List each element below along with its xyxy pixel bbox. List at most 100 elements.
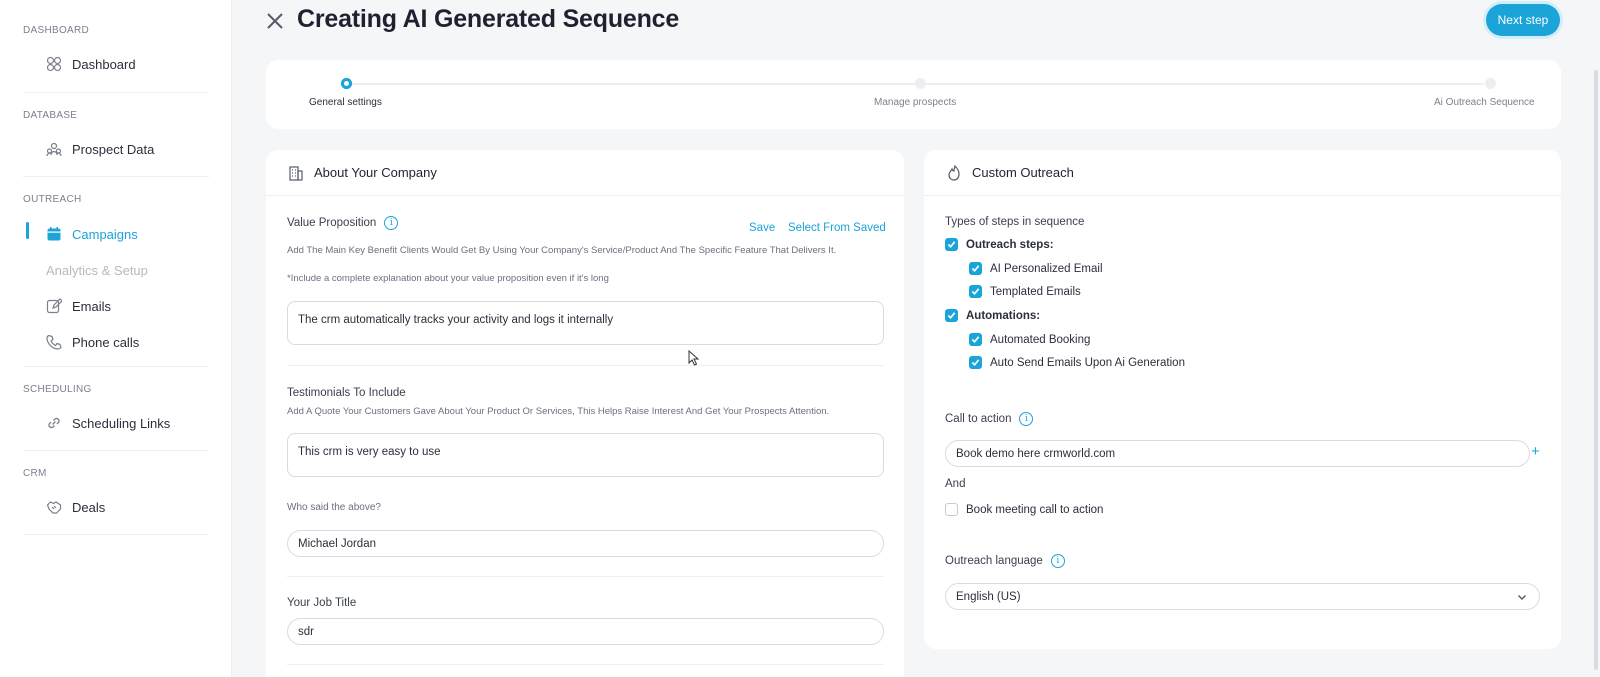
label-text: Call to action (945, 413, 1012, 425)
label-text: Value Proposition (287, 217, 377, 229)
sidebar-item-scheduling-links[interactable]: Scheduling Links (46, 412, 170, 434)
automations-checkbox[interactable]: Automations: (945, 309, 1040, 322)
info-icon[interactable]: i (384, 216, 399, 230)
who-said-label: Who said the above? (287, 502, 381, 513)
about-company-card: About Your Company Value Proposition i S… (266, 150, 904, 677)
edit-icon (46, 298, 62, 314)
sidebar-item-label: Analytics & Setup (46, 262, 148, 278)
card-header: Custom Outreach (924, 150, 1561, 196)
automated-booking-checkbox[interactable]: Automated Booking (969, 333, 1090, 346)
chevron-down-icon (1518, 595, 1526, 600)
divider (23, 92, 209, 93)
language-select[interactable]: English (US) (945, 583, 1540, 610)
grid-icon (46, 56, 62, 72)
sidebar-item-campaigns[interactable]: Campaigns (46, 223, 138, 245)
sidebar-item-phone-calls[interactable]: Phone calls (46, 331, 139, 353)
sidebar-item-label: Deals (72, 499, 106, 515)
people-icon (46, 142, 62, 157)
step-label-manage[interactable]: Manage prospects (874, 97, 957, 108)
step-label-outreach[interactable]: Ai Outreach Sequence (1434, 97, 1535, 108)
active-indicator (26, 222, 29, 239)
checkbox-checked[interactable] (969, 333, 982, 346)
add-cta-icon[interactable]: + (1531, 443, 1540, 460)
outreach-steps-checkbox[interactable]: Outreach steps: (945, 238, 1054, 251)
section-label-outreach: OUTREACH (23, 194, 82, 205)
sidebar-item-label: Prospect Data (72, 141, 155, 157)
next-step-button[interactable]: Next step (1486, 4, 1560, 36)
cta-label: Call to action i (945, 412, 1034, 426)
close-icon (267, 13, 283, 29)
link-icon (48, 417, 60, 429)
testimonials-textarea[interactable]: This crm is very easy to use (287, 433, 884, 477)
testimonials-help: Add A Quote Your Customers Gave About Yo… (287, 406, 830, 417)
divider (23, 176, 209, 177)
check-icon (971, 265, 980, 272)
checkbox-label: Outreach steps: (966, 238, 1054, 251)
close-button[interactable] (264, 10, 286, 32)
book-meeting-checkbox[interactable]: Book meeting call to action (945, 503, 1103, 516)
save-link[interactable]: Save (749, 222, 776, 234)
who-said-input[interactable]: Michael Jordan (287, 530, 884, 557)
ai-personalized-email-checkbox[interactable]: AI Personalized Email (969, 262, 1103, 275)
checkbox-label: Templated Emails (990, 285, 1081, 298)
phone-icon (46, 334, 62, 350)
types-label: Types of steps in sequence (945, 216, 1085, 228)
divider (23, 534, 209, 535)
sidebar-item-deals[interactable]: Deals (46, 496, 105, 518)
info-icon[interactable]: i (1019, 412, 1034, 426)
checkbox-checked[interactable] (969, 356, 982, 369)
sidebar-item-emails[interactable]: Emails (46, 295, 111, 317)
step-label-general[interactable]: General settings (309, 97, 382, 108)
building-icon (289, 165, 303, 181)
sidebar-item-label: Phone calls (72, 334, 140, 350)
cta-input[interactable]: Book demo here crmworld.com (945, 440, 1530, 467)
sidebar-item-label: Dashboard (72, 56, 136, 72)
templated-emails-checkbox[interactable]: Templated Emails (969, 285, 1081, 298)
testimonials-label: Testimonials To Include (287, 387, 406, 399)
calendar-icon (47, 227, 61, 241)
job-title-label: Your Job Title (287, 597, 357, 609)
checkbox-checked[interactable] (969, 262, 982, 275)
step-dot-general[interactable] (341, 78, 352, 89)
checkbox-label: Automations: (966, 309, 1041, 322)
check-icon (971, 359, 980, 366)
auto-send-emails-checkbox[interactable]: Auto Send Emails Upon Ai Generation (969, 356, 1185, 369)
stepper-track (344, 83, 1484, 85)
section-label-database: DATABASE (23, 110, 78, 121)
checkbox-checked[interactable] (945, 238, 958, 251)
sidebar-item-label: Campaigns (72, 226, 138, 242)
check-icon (947, 312, 956, 319)
checkbox-label: Book meeting call to action (966, 503, 1104, 516)
value-proposition-textarea[interactable]: The crm automatically tracks your activi… (287, 301, 884, 345)
section-label-crm: CRM (23, 468, 47, 479)
job-title-input[interactable]: sdr (287, 618, 884, 645)
step-dot-outreach[interactable] (1485, 78, 1496, 89)
custom-outreach-card: Custom Outreach Types of steps in sequen… (924, 150, 1561, 649)
value-proposition-note: *Include a complete explanation about yo… (287, 273, 609, 284)
language-label: Outreach language i (945, 554, 1065, 568)
sidebar-item-dashboard[interactable]: Dashboard (46, 53, 136, 75)
and-label: And (945, 478, 966, 490)
sidebar-item-label: Emails (72, 298, 112, 314)
scrollbar[interactable] (1594, 70, 1598, 670)
flame-icon (948, 164, 960, 181)
page-title: Creating AI Generated Sequence (297, 5, 680, 33)
checkbox-unchecked[interactable] (945, 503, 958, 516)
divider (23, 450, 209, 451)
value-proposition-help: Add The Main Key Benefit Clients Would G… (287, 245, 837, 256)
checkbox-checked[interactable] (969, 285, 982, 298)
cursor-icon (688, 350, 700, 366)
step-dot-manage[interactable] (915, 78, 926, 89)
divider (287, 365, 884, 366)
check-icon (971, 288, 980, 295)
info-icon[interactable]: i (1050, 554, 1065, 568)
divider (287, 664, 884, 665)
sidebar-item-prospect-data[interactable]: Prospect Data (46, 138, 154, 160)
card-header: About Your Company (266, 150, 904, 196)
checkbox-checked[interactable] (945, 309, 958, 322)
handshake-icon (46, 501, 62, 514)
sidebar-item-analytics[interactable]: Analytics & Setup (46, 259, 148, 281)
card-title: Custom Outreach (972, 165, 1074, 180)
checkbox-label: Automated Booking (990, 333, 1091, 346)
select-from-saved-link[interactable]: Select From Saved (788, 222, 886, 234)
